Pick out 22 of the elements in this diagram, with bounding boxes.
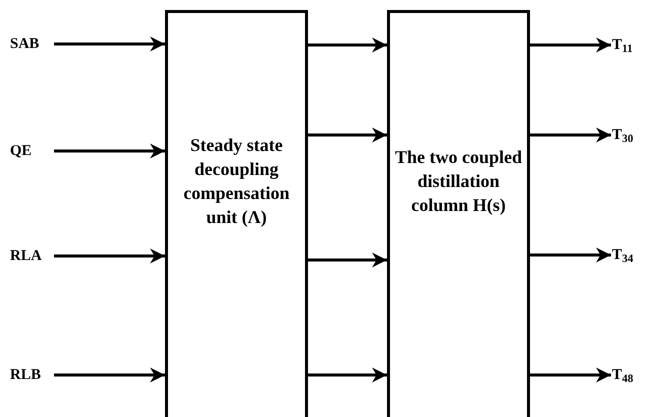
arrow [530,248,611,262]
output-label: T$_{34}$ [612,242,662,268]
process-box: Steady state decoupling compensation unit (Λ) [165,10,308,417]
output-label: T$_{30}$ [612,122,662,148]
output-label: T$_{11}$ [612,32,662,58]
output-label: T$_{48}$ [612,362,662,388]
arrow [308,252,387,268]
arrow [308,128,387,142]
arrow [530,128,611,142]
arrow [54,368,165,382]
input-label: RLB [10,363,50,387]
arrow [530,38,611,52]
arrow [54,36,165,52]
arrow [308,368,387,382]
arrow [54,248,165,264]
input-label: QE [10,139,50,163]
arrow [530,368,611,382]
input-label: SAB [10,32,50,56]
arrow [308,38,387,52]
arrow [54,144,165,158]
input-label: RLA [10,244,50,268]
process-box: The two coupled distillation column H(s) [387,10,530,417]
